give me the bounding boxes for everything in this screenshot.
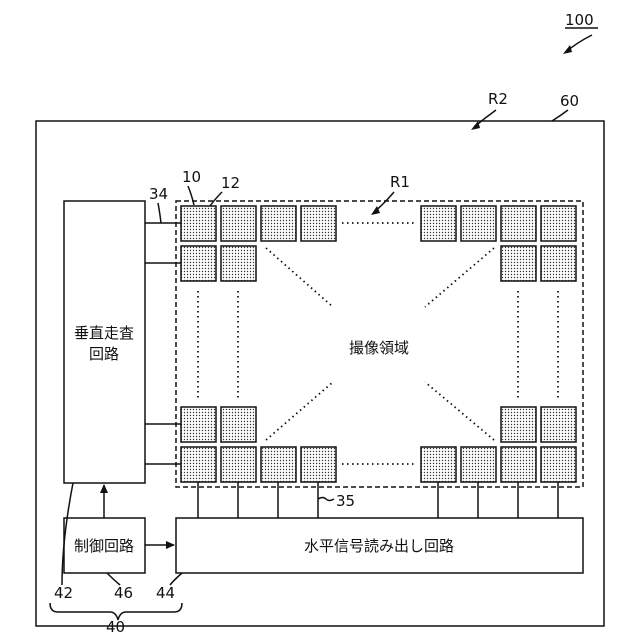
pixel (301, 447, 336, 482)
pixel (421, 447, 456, 482)
control-ref-label: 46 (114, 584, 133, 602)
hcircuit-ref-label: 44 (156, 584, 175, 602)
pixel (501, 246, 536, 281)
vcircuit-ref-label: 42 (54, 584, 73, 602)
row-line-leader (158, 203, 161, 223)
chip-leader (552, 110, 568, 121)
pixel (221, 246, 256, 281)
pixel-leader (188, 186, 194, 205)
vertical-scan-circuit (64, 201, 145, 483)
pixel (501, 206, 536, 241)
pixel (541, 246, 576, 281)
column-line-label: 35 (336, 492, 355, 510)
vertical-scan-label-line1: 垂直走査 (74, 324, 134, 342)
pixel (181, 206, 216, 241)
row-line-label: 34 (149, 185, 168, 203)
horizontal-readout-label: 水平信号読み出し回路 (304, 537, 454, 555)
pixel (501, 407, 536, 442)
pixel (501, 447, 536, 482)
device-arrowhead (563, 45, 572, 54)
pixel (301, 206, 336, 241)
column-line-leader (318, 498, 334, 501)
r1-label: R1 (390, 173, 410, 191)
chip-label: 60 (560, 92, 579, 110)
pixel (261, 447, 296, 482)
peripheral-ref-label: 40 (106, 618, 125, 636)
control-circuit-label: 制御回路 (74, 537, 134, 555)
pixel (541, 447, 576, 482)
photo-label: 12 (221, 174, 240, 192)
pixel (221, 407, 256, 442)
pixel (421, 206, 456, 241)
pixel (461, 447, 496, 482)
pixel (181, 246, 216, 281)
pixel (221, 206, 256, 241)
r2-label: R2 (488, 90, 508, 108)
pixel (541, 206, 576, 241)
imaging-area-label: 撮像領域 (349, 339, 409, 357)
pixel (181, 447, 216, 482)
pixel (541, 407, 576, 442)
device-number-label: 100 (565, 11, 594, 29)
pixel (181, 407, 216, 442)
pixel (221, 447, 256, 482)
vertical-scan-label-line2: 回路 (89, 345, 119, 363)
pixel (461, 206, 496, 241)
pixel (261, 206, 296, 241)
pixel-label: 10 (182, 168, 201, 186)
